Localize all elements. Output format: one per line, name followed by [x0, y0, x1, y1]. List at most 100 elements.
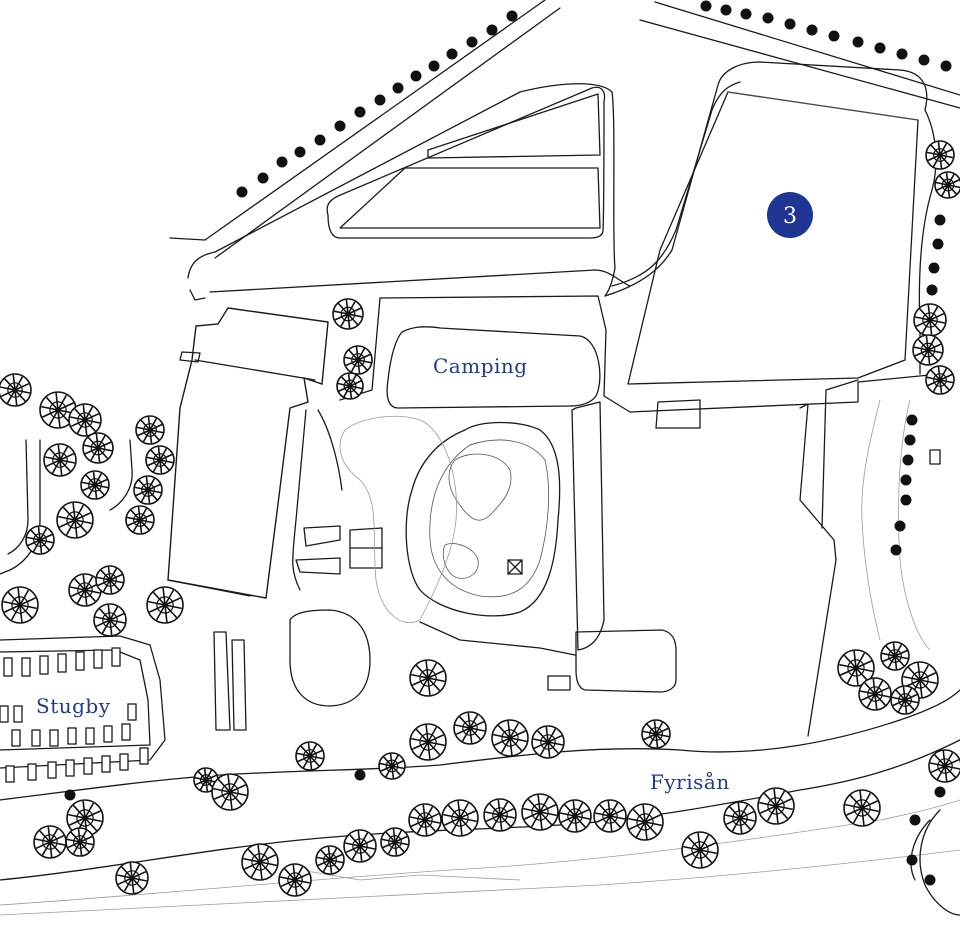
tree-icon [491, 719, 529, 757]
area-marker-badge[interactable]: 3 [767, 192, 813, 238]
tree-icon [934, 214, 946, 226]
tree-icon [909, 814, 921, 826]
tree-icon [626, 803, 664, 841]
tree-icon [762, 12, 774, 24]
tree-icon [874, 42, 886, 54]
tree-icon [25, 525, 55, 555]
tree-icon [343, 829, 377, 863]
tree-icon [193, 767, 219, 793]
tree-icon [900, 474, 912, 486]
tree-icon [65, 827, 95, 857]
tree-icon [93, 603, 127, 637]
east-paths [861, 109, 960, 916]
tree-icon [906, 854, 918, 866]
stugby-label: Stugby [36, 694, 111, 718]
parking-islands [326, 86, 606, 239]
tree-icon [918, 54, 930, 66]
tree-icon [890, 685, 920, 715]
tree-icon [278, 863, 312, 897]
tree-icon [236, 186, 248, 198]
tree-icon [241, 843, 279, 881]
tree-icon [380, 827, 410, 857]
tree-icon [858, 677, 892, 711]
trees [0, 0, 960, 897]
pond-area [339, 415, 561, 623]
tree-icon [115, 861, 149, 895]
tree-icon [700, 0, 712, 12]
tree-icon [410, 70, 422, 82]
tree-icon [940, 60, 952, 72]
tree-icon [446, 48, 458, 60]
tree-icon [408, 803, 442, 837]
tree-icon [932, 238, 944, 250]
tree-icon [453, 711, 487, 745]
tree-icon [486, 24, 498, 36]
buildings [167, 307, 701, 691]
tree-icon [506, 10, 518, 22]
tree-icon [95, 565, 125, 595]
tree-icon [925, 140, 955, 170]
tree-icon [757, 787, 795, 825]
badge-circle [767, 192, 813, 238]
tree-icon [135, 415, 165, 445]
tree-icon [906, 414, 918, 426]
tree-icon [33, 825, 67, 859]
tree-icon [211, 773, 249, 811]
cabins [0, 647, 149, 783]
tree-icon [276, 156, 288, 168]
tree-icon [852, 36, 864, 48]
river [0, 689, 960, 916]
tree-icon [925, 365, 955, 395]
tree-icon [843, 789, 881, 827]
tree-icon [314, 134, 326, 146]
tree-icon [374, 94, 386, 106]
tree-icon [294, 146, 306, 158]
tree-icon [39, 391, 77, 429]
tree-icon [392, 82, 404, 94]
tree-icon [806, 24, 818, 36]
badge-number: 3 [783, 204, 797, 229]
tree-icon [723, 801, 757, 835]
tree-icon [784, 18, 796, 30]
tree-icon [934, 171, 960, 199]
tree-icon [1, 586, 39, 624]
pond-marker-icon [507, 559, 523, 575]
tree-icon [720, 4, 732, 16]
tree-icon [315, 845, 345, 875]
tree-icon [409, 659, 447, 697]
tree-icon [64, 789, 76, 801]
tree-icon [82, 432, 114, 464]
tree-icon [295, 741, 325, 771]
camping-label: Camping [433, 354, 528, 378]
tree-icon [145, 445, 175, 475]
tree-icon [558, 799, 592, 833]
tree-icon [880, 641, 910, 671]
tree-icon [0, 373, 32, 407]
tree-icon [593, 799, 627, 833]
tree-icon [913, 303, 947, 337]
field-area [627, 91, 919, 385]
camping-plot [339, 295, 941, 413]
tree-icon [409, 723, 447, 761]
tree-icon [924, 874, 936, 886]
tree-icon [902, 454, 914, 466]
tree-icon [926, 284, 938, 296]
tree-icon [466, 36, 478, 48]
tree-icon [257, 172, 269, 184]
tree-icon [80, 470, 110, 500]
tree-icon [354, 769, 366, 781]
tree-icon [521, 793, 559, 831]
tree-icon [740, 8, 752, 20]
tree-icon [928, 749, 960, 783]
tree-icon [896, 48, 908, 60]
tree-icon [890, 544, 902, 556]
tree-icon [483, 798, 517, 832]
tree-icon [441, 799, 479, 837]
tree-icon [894, 520, 906, 532]
tree-icon [334, 120, 346, 132]
tree-icon [43, 443, 77, 477]
tree-icon [928, 262, 940, 274]
tree-icon [531, 725, 565, 759]
tree-icon [837, 649, 875, 687]
